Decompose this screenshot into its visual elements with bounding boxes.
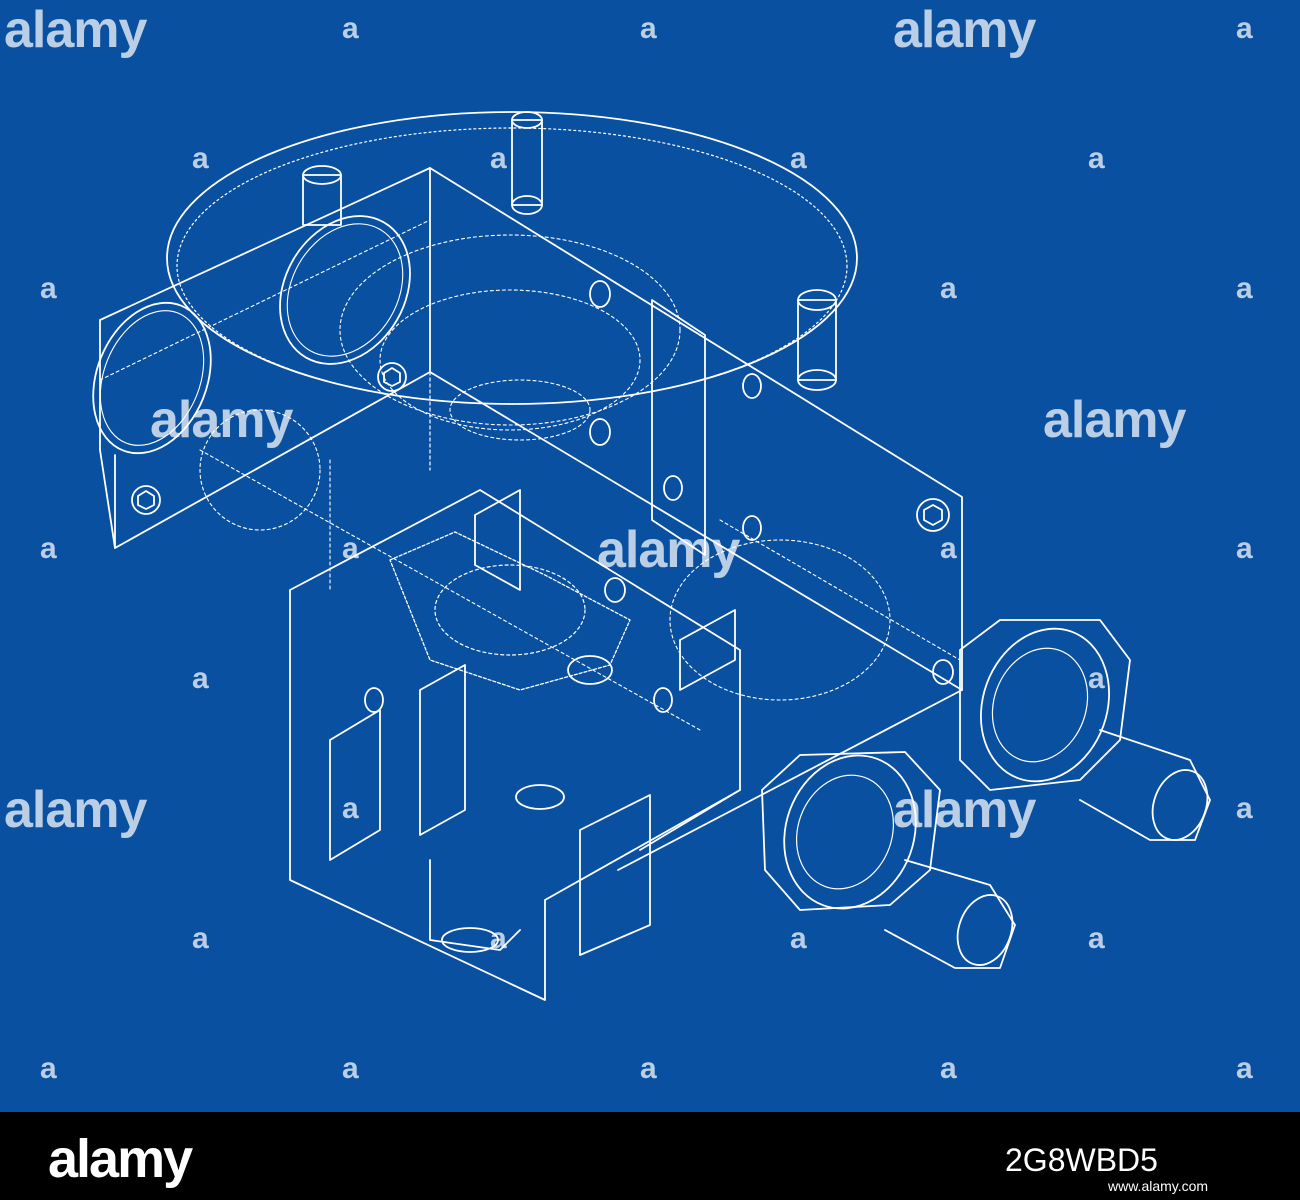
watermark-logo: alamy bbox=[597, 521, 740, 579]
watermark-mark: a bbox=[940, 272, 957, 305]
watermark-mark: a bbox=[1236, 12, 1253, 45]
watermark-mark: a bbox=[1088, 662, 1105, 695]
watermark-mark: a bbox=[490, 922, 507, 955]
watermark-mark: a bbox=[342, 1052, 359, 1085]
hidden-lines bbox=[99, 219, 961, 731]
watermark-mark: a bbox=[1236, 1052, 1253, 1085]
footer-bar: alamy 2G8WBD5 www.alamy.com bbox=[0, 1112, 1300, 1200]
watermark-mark: a bbox=[40, 532, 57, 565]
watermark-mark: a bbox=[1236, 272, 1253, 305]
image-id: 2G8WBD5 bbox=[1005, 1142, 1158, 1178]
blueprint-canvas: alamy alamy alamy alamy alamy alamy alam… bbox=[0, 0, 1300, 1112]
watermark-mark: a bbox=[640, 12, 657, 45]
footer-logo: alamy bbox=[48, 1129, 193, 1189]
footer-url: www.alamy.com bbox=[1108, 1178, 1209, 1194]
side-plate bbox=[651, 299, 706, 556]
base-disc-rim bbox=[176, 127, 848, 405]
watermark-mark: a bbox=[40, 1052, 57, 1085]
watermark-mark: a bbox=[790, 922, 807, 955]
watermark-mark: a bbox=[40, 272, 57, 305]
watermark-logo: alamy bbox=[893, 781, 1036, 839]
screws bbox=[131, 280, 954, 713]
watermark-mark: a bbox=[490, 142, 507, 175]
watermark-mark: a bbox=[342, 532, 359, 565]
main-block bbox=[99, 167, 963, 871]
gripper-jaw bbox=[289, 489, 741, 1001]
watermark-mark: a bbox=[940, 1052, 957, 1085]
watermark-mark: a bbox=[192, 662, 209, 695]
base-disc bbox=[166, 111, 858, 405]
cylinder-end-left bbox=[92, 301, 212, 455]
watermark-logo: alamy bbox=[4, 1, 147, 59]
watermark-logo: alamy bbox=[893, 1, 1036, 59]
pins bbox=[302, 111, 837, 391]
watermark-mark: a bbox=[940, 532, 957, 565]
watermark-mark: a bbox=[1088, 922, 1105, 955]
cylinder-end-top bbox=[279, 215, 411, 365]
watermark-mark: a bbox=[192, 142, 209, 175]
watermark-logo: alamy bbox=[1043, 391, 1186, 449]
watermark-mark: a bbox=[342, 12, 359, 45]
watermark-mark: a bbox=[342, 792, 359, 825]
watermark-mark: a bbox=[192, 922, 209, 955]
watermark-logo: alamy bbox=[4, 781, 147, 839]
watermark-mark: a bbox=[640, 1052, 657, 1085]
watermark-mark: a bbox=[790, 142, 807, 175]
pneumatic-fittings bbox=[761, 619, 1211, 969]
wireframe-drawing bbox=[92, 111, 1211, 1001]
watermark-mark: a bbox=[1236, 532, 1253, 565]
watermark-logo: alamy bbox=[150, 391, 293, 449]
watermark-mark: a bbox=[1088, 142, 1105, 175]
watermark-mark: a bbox=[1236, 792, 1253, 825]
